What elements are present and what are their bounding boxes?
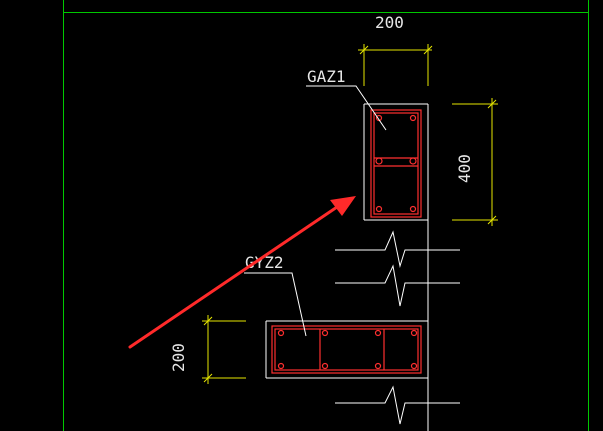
column-top-rebar	[370, 109, 422, 218]
stirrup-inner	[274, 328, 419, 371]
rebar-dot	[321, 362, 329, 370]
column-top-height-dim: 400	[455, 154, 474, 183]
column-bottom-label: GYZ2	[245, 253, 284, 272]
arrow-head	[330, 196, 356, 216]
dim-tick	[423, 45, 433, 55]
rebar-dot	[374, 362, 382, 370]
rebar-dot	[409, 114, 417, 122]
rebar-dot	[321, 329, 329, 337]
column-bottom-rebar	[271, 325, 422, 374]
break-line-1	[335, 230, 460, 268]
leader-gyz2	[244, 272, 307, 337]
leader-gaz1	[306, 85, 387, 131]
red-arrow-icon	[128, 196, 356, 349]
rebar-dot	[409, 157, 417, 165]
rebar-dot	[277, 329, 285, 337]
dim-tick	[359, 45, 369, 55]
rebar-dot	[409, 205, 417, 213]
dim-tick	[203, 373, 213, 383]
arrow-shaft	[128, 203, 342, 349]
column-top-label: GAZ1	[307, 67, 346, 86]
rebar-dot	[375, 157, 383, 165]
rebar-dot	[410, 362, 418, 370]
rebar-dot	[277, 362, 285, 370]
column-bottom-height-dim: 200	[169, 343, 188, 372]
grid-lines	[63, 0, 589, 431]
stirrup-outer	[271, 325, 422, 374]
dim-tick	[487, 215, 497, 225]
column-top-width-dim: 200	[375, 13, 404, 32]
dim-tick	[487, 99, 497, 109]
stirrup-inner	[373, 112, 419, 215]
break-line-2	[335, 264, 460, 307]
leaders	[244, 85, 387, 337]
break-line-3	[335, 385, 460, 425]
rebar-dot	[374, 329, 382, 337]
stirrup-outer	[370, 109, 422, 218]
dim-tick	[203, 316, 213, 326]
rebar-dot	[375, 205, 383, 213]
zigzag-break-icon	[335, 230, 460, 425]
rebar-dot	[410, 329, 418, 337]
wall-outline	[265, 103, 429, 431]
dimensions	[202, 44, 498, 384]
